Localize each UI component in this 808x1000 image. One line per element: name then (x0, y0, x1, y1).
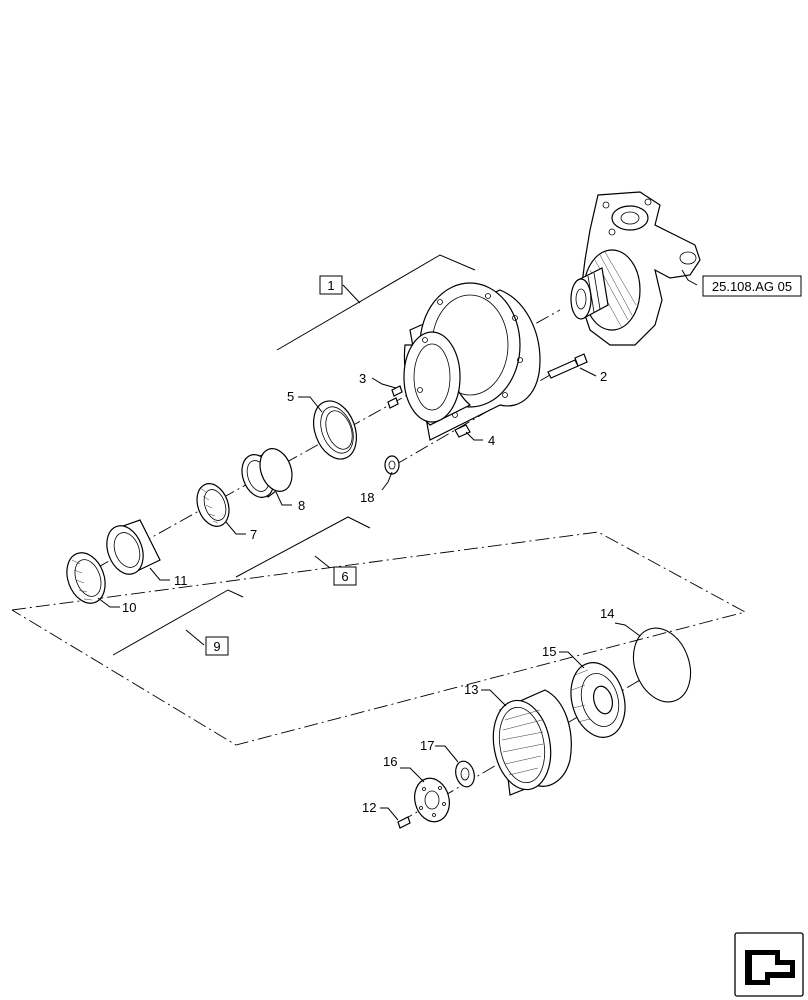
dowel-part-4 (454, 424, 471, 438)
bearing-cup-part-8 (241, 448, 293, 498)
callout-box-1 (319, 275, 343, 295)
callout-6: 6 (341, 569, 348, 584)
callout-4: 4 (488, 433, 495, 448)
callout-11: 11 (174, 573, 188, 588)
carrier-part-15 (570, 662, 626, 738)
callout-box-6 (333, 566, 357, 586)
washer-part-17 (455, 760, 475, 788)
callout-1: 1 (327, 278, 334, 293)
callout-14: 14 (600, 606, 614, 621)
reference-label: 25.108.AG 05 (712, 279, 792, 294)
callout-5: 5 (287, 389, 294, 404)
callout-10: 10 (122, 600, 136, 615)
callout-7: 7 (250, 527, 257, 542)
callout-box-9 (205, 636, 229, 656)
callout-13: 13 (464, 682, 478, 697)
ring-gear-part-13 (492, 689, 572, 796)
steering-knuckle (570, 191, 701, 346)
nut-part-18 (384, 455, 400, 475)
kit-bracket-9 (112, 589, 244, 656)
callout-8: 8 (298, 498, 305, 513)
kit-bracket-6 (235, 516, 371, 578)
reference-box (702, 275, 802, 297)
callout-15: 15 (542, 644, 556, 659)
callout-labels: 1 2 3 4 5 6 7 8 9 10 11 12 13 14 15 16 1… (122, 275, 802, 815)
bearing-cone-part-7 (196, 483, 230, 527)
snap-ring-part-14 (632, 627, 692, 703)
bearing-cone-part-10 (66, 552, 106, 604)
callout-9: 9 (213, 639, 220, 654)
callout-17: 17 (420, 738, 434, 753)
return-arrow-icon[interactable] (734, 932, 804, 997)
bearing-cup-part-11 (106, 519, 161, 575)
kit-bracket-1 (276, 254, 476, 351)
cover-plate-part-16 (414, 777, 450, 823)
screw-part-12 (397, 816, 411, 829)
wheel-hub (403, 282, 541, 441)
callout-16: 16 (383, 754, 397, 769)
seal-part-5 (312, 400, 358, 460)
leader-lines (97, 269, 698, 821)
bolt-part-2 (547, 353, 588, 379)
callout-2: 2 (600, 369, 607, 384)
callout-18: 18 (360, 490, 374, 505)
callout-12: 12 (362, 800, 376, 815)
pins-part-3 (387, 385, 403, 409)
callout-3: 3 (359, 371, 366, 386)
